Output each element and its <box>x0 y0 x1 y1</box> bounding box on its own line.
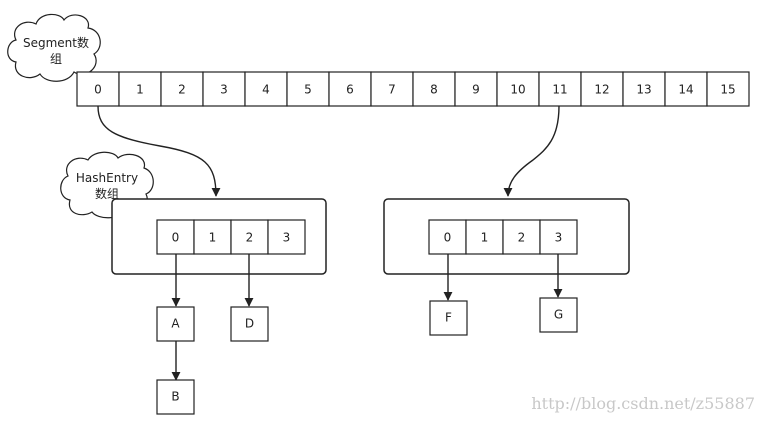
hashentry-left-index-label: 0 <box>172 231 180 245</box>
hashentry-left-cell-0 <box>156 219 195 255</box>
segment-index-label: 8 <box>430 83 438 97</box>
segment-index-label: 15 <box>720 83 735 97</box>
hashentry-label-line1: HashEntry <box>76 171 138 185</box>
hashentry-right-index-label: 0 <box>444 231 452 245</box>
segment-cell-1 <box>118 71 162 107</box>
hashentry-right-index-label: 2 <box>518 231 526 245</box>
segment-cell-8 <box>412 71 456 107</box>
segment-label-line2: 组 <box>50 52 62 66</box>
segment-cell-2 <box>160 71 204 107</box>
segment-label-line1: Segment数 <box>23 35 89 50</box>
segment0-to-hashentry-arrow <box>97 105 221 197</box>
segment-index-label: 5 <box>304 83 312 97</box>
segment-cell-5 <box>286 71 330 107</box>
segment-cell-9 <box>454 71 498 107</box>
node-g-label: G <box>554 308 563 322</box>
segment-cell-7 <box>370 71 414 107</box>
hashentry-label-line2: 数组 <box>95 186 119 201</box>
segment-cell-15 <box>706 71 750 107</box>
segment-index-label: 3 <box>220 83 228 97</box>
node-b-label: B <box>171 390 179 404</box>
node-b: B <box>156 379 195 415</box>
segment-cell-13 <box>622 71 666 107</box>
segment-cell-0 <box>76 71 120 107</box>
segment-cell-4 <box>244 71 288 107</box>
watermark: http://blog.csdn.net/z55887 <box>531 394 755 413</box>
node-f-label: F <box>445 311 452 325</box>
hashentry-array-left: 0 1 2 3 <box>156 219 306 255</box>
segment-cell-12 <box>580 71 624 107</box>
segment-index-label: 2 <box>178 83 186 97</box>
segment-index-label: 9 <box>472 83 480 97</box>
segment-index-label: 6 <box>346 83 354 97</box>
hashentry-right-cell-1 <box>465 219 504 255</box>
segment-index-label: 4 <box>262 83 270 97</box>
hashentry-left-index-label: 3 <box>283 231 291 245</box>
segment-index-label: 10 <box>510 83 525 97</box>
node-d: D <box>230 306 269 342</box>
segment-cell-11 <box>538 71 582 107</box>
segment-index-label: 0 <box>94 83 102 97</box>
segment-array-cloud: Segment数 组 <box>7 13 101 82</box>
hashentry-left-cell-1 <box>193 219 232 255</box>
segment-index-label: 11 <box>552 83 567 97</box>
node-d-label: D <box>245 317 254 331</box>
segment-index-label: 12 <box>594 83 609 97</box>
segment-index-label: 7 <box>388 83 396 97</box>
node-g: G <box>539 297 578 333</box>
node-a-label: A <box>171 317 180 331</box>
hashentry-array-right: 0 1 2 3 <box>428 219 578 255</box>
node-a: A <box>156 306 195 342</box>
segment-index-label: 13 <box>636 83 651 97</box>
hashentry-left-cell-3 <box>267 219 306 255</box>
segment-index-label: 1 <box>136 83 144 97</box>
hashentry-left-index-label: 1 <box>209 231 217 245</box>
hashentry-right-index-label: 3 <box>555 231 563 245</box>
node-f: F <box>429 300 468 336</box>
segment11-to-hashentry-arrow <box>503 105 560 197</box>
hashentry-left-index-label: 2 <box>246 231 254 245</box>
segment-index-label: 14 <box>678 83 693 97</box>
segment-cell-6 <box>328 71 372 107</box>
hashentry-right-index-label: 1 <box>481 231 489 245</box>
